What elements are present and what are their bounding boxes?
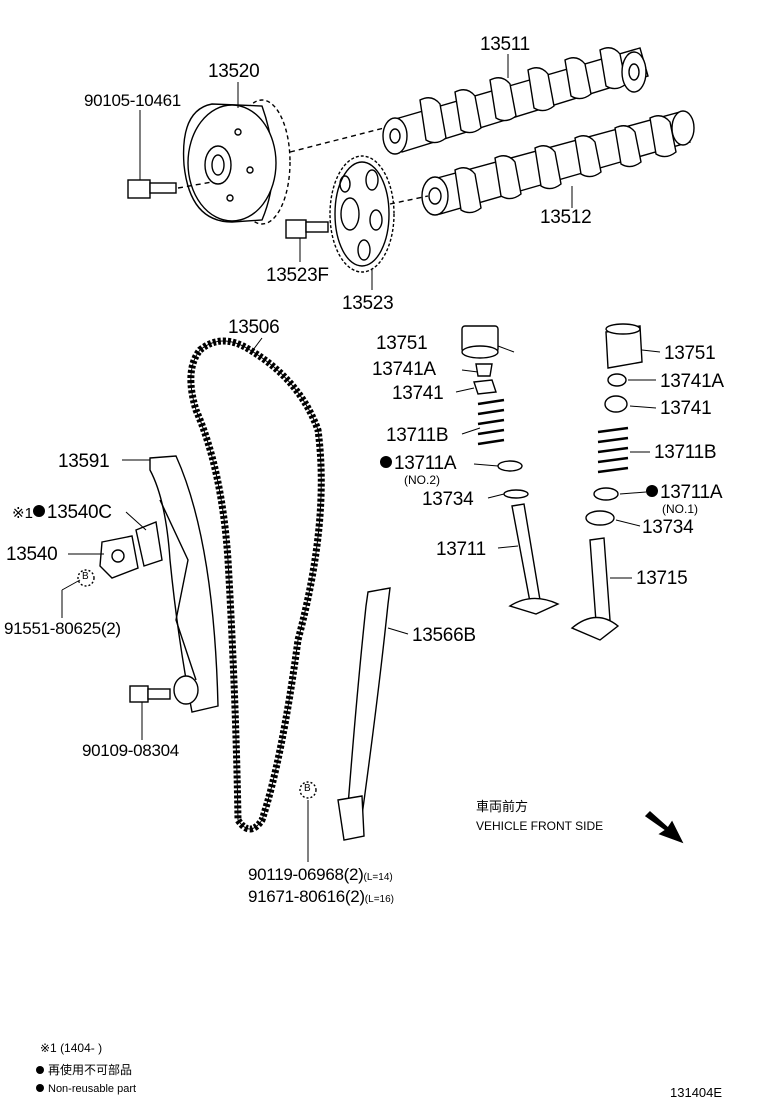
- b-marker-bottom-label: B: [304, 783, 311, 794]
- non-reusable-dot-icon: [646, 485, 658, 497]
- camshaft-13511: [382, 47, 649, 155]
- label-90119-06968: 90119-06968(2)(L=14): [248, 865, 393, 884]
- bolt-13523F: [285, 219, 329, 239]
- chain-guide-13566B: [337, 587, 391, 841]
- b-marker-left: [77, 569, 95, 587]
- label-13523: 13523: [342, 293, 394, 314]
- label-13741-left: 13741: [392, 383, 444, 404]
- label-91551-80625: 91551-80625(2): [4, 619, 121, 638]
- valve-train-right: [570, 323, 643, 641]
- label-91671-80616: 91671-80616(2)(L=16): [248, 887, 394, 906]
- arrow-icon: [644, 811, 684, 844]
- note-ref-mark: ※1: [12, 505, 33, 522]
- non-reusable-dot-icon: [36, 1066, 44, 1074]
- chain-tensioner-13540: [99, 521, 163, 579]
- direction-label-jp: 車両前方: [476, 799, 529, 814]
- vvt-gear-13520: [182, 99, 291, 225]
- label-13711A-left-sub: (NO.2): [404, 473, 440, 487]
- bolt-90109-08304: [129, 685, 171, 703]
- footnote-1: ※1 (1404- ): [40, 1041, 103, 1055]
- label-13711B-left: 13711B: [386, 425, 449, 446]
- label-13751-right: 13751: [664, 343, 716, 364]
- label-13734-right: 13734: [642, 517, 694, 538]
- b-marker-left-label: B: [82, 571, 89, 582]
- label-13711A-right-sub: (NO.1): [662, 502, 698, 516]
- camshaft-13512: [421, 110, 695, 216]
- sprocket-13523: [329, 155, 395, 273]
- label-13511: 13511: [480, 34, 530, 55]
- bolt-90105-10461: [127, 179, 177, 199]
- valve-train-left: [461, 325, 560, 615]
- figure-id: 131404E: [670, 1085, 723, 1100]
- b-marker-bottom: [299, 781, 317, 799]
- label-13506: 13506: [228, 317, 280, 338]
- label-13741A-left: 13741A: [372, 359, 436, 380]
- label-13711B-right: 13711B: [654, 442, 717, 463]
- timing-chain-13506: [187, 337, 325, 833]
- legend-en: Non-reusable part: [36, 1084, 136, 1095]
- direction-label-en: VEHICLE FRONT SIDE: [476, 819, 604, 833]
- label-13512: 13512: [540, 207, 592, 228]
- non-reusable-dot-icon: [32, 505, 45, 517]
- non-reusable-dot-icon: [36, 1084, 44, 1092]
- label-13523F: 13523F: [266, 265, 329, 286]
- label-13751-left: 13751: [376, 333, 428, 354]
- label-13540: 13540: [6, 544, 58, 565]
- label-13591: 13591: [58, 451, 110, 472]
- label-13734-left: 13734: [422, 489, 474, 510]
- label-90109-08304: 90109-08304: [82, 741, 179, 760]
- label-13711A-left: 13711A: [380, 454, 457, 473]
- label-13520: 13520: [208, 61, 260, 82]
- label-13711A-right: 13711A: [646, 483, 723, 502]
- label-90105-10461: 90105-10461: [84, 91, 181, 110]
- legend-jp: 再使用不可部品: [36, 1064, 132, 1076]
- chain-slipper-13591: [149, 455, 219, 713]
- non-reusable-dot-icon: [380, 456, 392, 468]
- label-13566B: 13566B: [412, 625, 476, 646]
- label-13715: 13715: [636, 568, 688, 589]
- label-13741-right: 13741: [660, 398, 712, 419]
- label-13711: 13711: [436, 539, 486, 560]
- leader-lines: [61, 54, 661, 862]
- label-13741A-right: 13741A: [660, 371, 724, 392]
